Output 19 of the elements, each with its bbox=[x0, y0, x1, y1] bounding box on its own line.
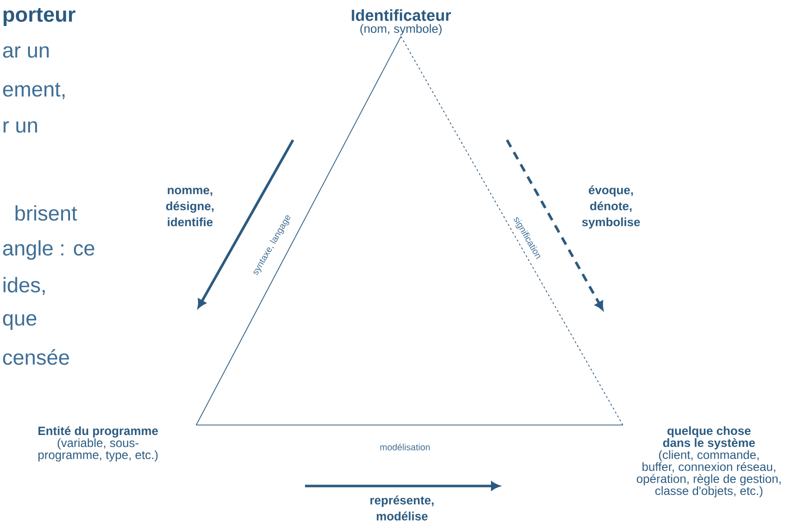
body-text: angle : ce bbox=[3, 240, 94, 260]
edge-label: modélisation bbox=[380, 444, 430, 450]
body-text: brisent bbox=[16, 205, 78, 221]
body-text: ides, bbox=[4, 277, 45, 295]
triangle-side bbox=[400, 36, 624, 426]
arrow-label: évoque, dénote, symbolise bbox=[582, 185, 640, 229]
vertex-label: Identificateur (nom, symbole) bbox=[352, 9, 451, 36]
body-text: que bbox=[3, 314, 36, 330]
arrow-label: représente, modélise bbox=[370, 496, 434, 520]
triangle-side bbox=[196, 424, 624, 426]
body-text: censée bbox=[3, 349, 69, 365]
vertex-label: quelque chose dans le système (client, commande, buffer, connexion réseau, opération, règle de gestion, classe d'objets, etc.) bbox=[636, 426, 781, 498]
body-text: r un bbox=[4, 121, 37, 133]
triangle-side bbox=[196, 36, 402, 426]
body-text: ement, bbox=[3, 82, 65, 100]
body-text: porteur bbox=[4, 8, 76, 26]
body-text: ar un bbox=[3, 46, 49, 58]
arrow-label: nomme, désigne, identifie bbox=[166, 188, 214, 226]
vertex-label: Entité du programme (variable, sous-programme, type, etc.) bbox=[38, 426, 158, 462]
